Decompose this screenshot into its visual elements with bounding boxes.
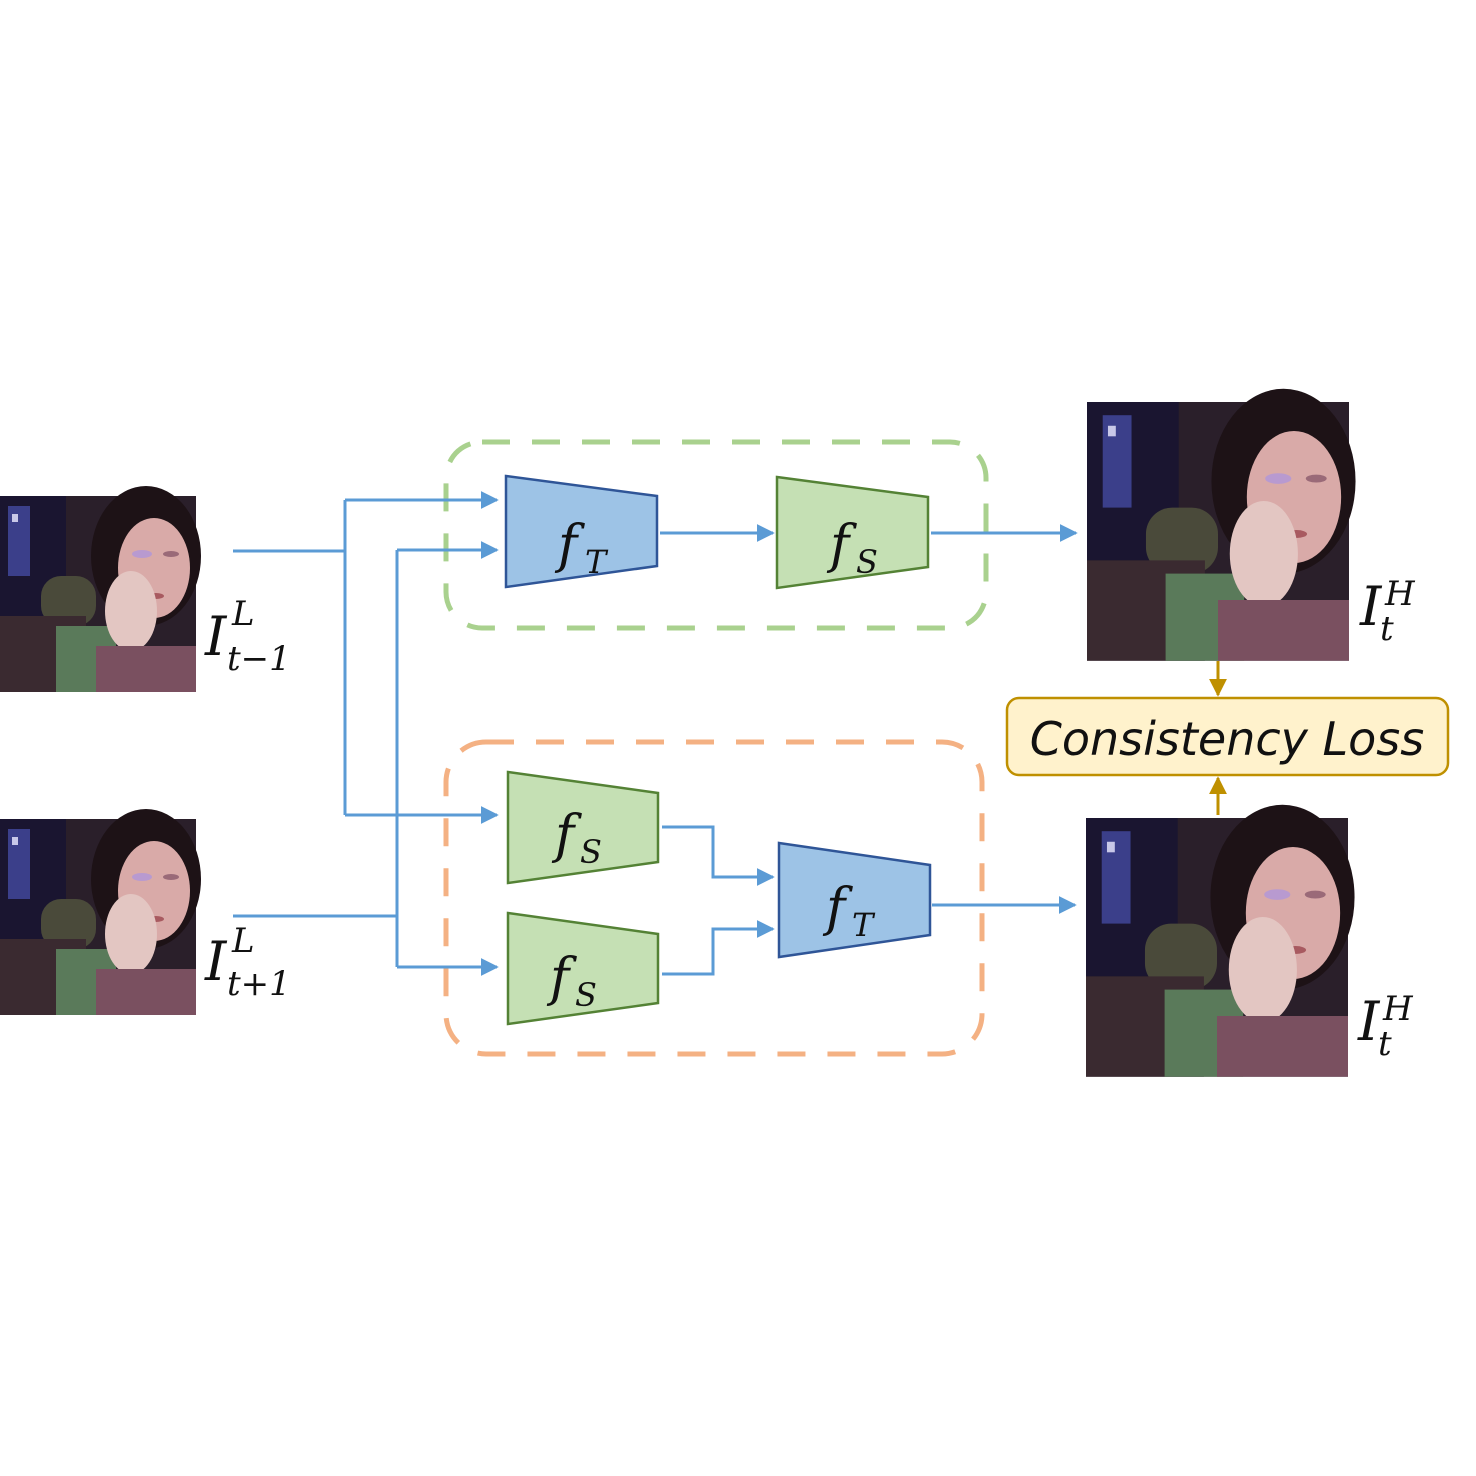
- consistency-loss-label: Consistency Loss: [1030, 712, 1424, 766]
- svg-text:T: T: [585, 543, 609, 581]
- input-label-next: I L t+1: [204, 921, 291, 1004]
- bottom-merge-arrows: [662, 825, 775, 976]
- svg-text:I: I: [204, 930, 228, 993]
- input-frame-next: [0, 809, 201, 1015]
- output-frame-bottom: [1086, 804, 1355, 1077]
- svg-text:t+1: t+1: [227, 964, 291, 1004]
- top-temporal-module: [504, 474, 659, 589]
- svg-text:H: H: [1382, 989, 1414, 1029]
- svg-text:I: I: [1357, 990, 1381, 1053]
- svg-text:t−1: t−1: [227, 639, 291, 679]
- bottom-spatial-module-1: [506, 770, 660, 885]
- svg-text:S: S: [575, 976, 597, 1014]
- bottom-spatial-module-2: [506, 911, 660, 1026]
- output-label-top: I H t: [1359, 574, 1416, 649]
- svg-text:T: T: [852, 906, 876, 944]
- connector-prev: [233, 491, 499, 824]
- spatial-first-group: [443, 739, 985, 1057]
- input-frame-prev: [0, 486, 201, 692]
- temporal-first-group: [443, 439, 989, 631]
- svg-text:L: L: [231, 921, 255, 961]
- consistency-loss-box: [1005, 696, 1450, 777]
- connector-next: [233, 541, 499, 976]
- input-label-prev: I L t−1: [204, 594, 291, 679]
- svg-text:t: t: [1378, 1024, 1392, 1064]
- svg-text:S: S: [580, 833, 602, 871]
- svg-text:I: I: [204, 605, 228, 668]
- svg-text:L: L: [231, 594, 255, 634]
- svg-text:H: H: [1384, 574, 1416, 614]
- output-label-bottom: I H t: [1357, 989, 1414, 1064]
- bottom-temporal-module: [777, 841, 932, 959]
- top-spatial-module: [775, 475, 930, 590]
- svg-text:I: I: [1359, 575, 1383, 638]
- svg-text:S: S: [856, 543, 878, 581]
- svg-text:t: t: [1380, 609, 1394, 649]
- output-frame-top: [1087, 388, 1356, 661]
